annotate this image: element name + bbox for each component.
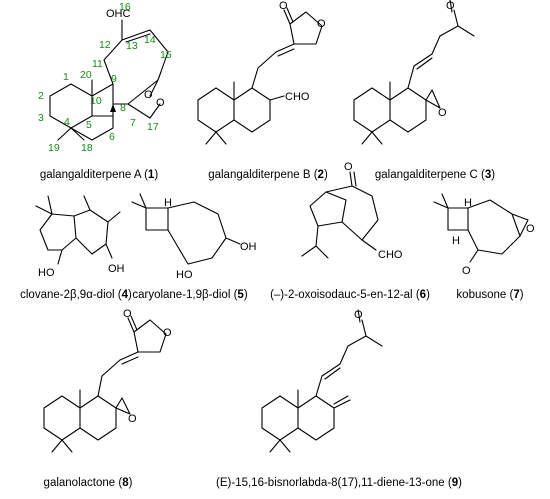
svg-text:galangalditerpene A (1): galangalditerpene A (1) xyxy=(40,169,158,181)
compound-name-5: caryolane-1,9β-diol xyxy=(132,289,230,301)
compound-number-1: 1 xyxy=(148,169,155,181)
atom-label-hydrogen-7a: H xyxy=(464,197,472,209)
atom-number-14: 14 xyxy=(144,34,156,46)
atom-number-5: 5 xyxy=(86,119,92,131)
atom-label-oxygen-1: O xyxy=(144,89,153,101)
caption-compound-8: galanolactone (8) xyxy=(44,477,133,489)
atom-number-18: 18 xyxy=(81,142,93,154)
compound-number-5: 5 xyxy=(237,289,244,301)
atom-label-oxygen-epoxide-7: O xyxy=(526,223,535,235)
atom-number-4: 4 xyxy=(64,116,70,128)
atom-numbering-compound-1: 1 2 3 4 5 6 7 8 9 10 11 12 13 14 15 16 1… xyxy=(38,1,172,154)
atom-label-oxygen-6: O xyxy=(344,161,353,173)
svg-text:(E)-15,16-bisnorlabda-8(17),11: (E)-15,16-bisnorlabda-8(17),11-diene-13-… xyxy=(216,477,462,489)
compound-number-8: 8 xyxy=(122,477,129,489)
compound-name-4: clovane-2β,9α-diol xyxy=(20,289,114,301)
atom-label-hydroxyl-4a: HO xyxy=(38,267,55,279)
structure-compound-8 xyxy=(43,315,167,453)
atom-label-oxygen-carbonyl-2: O xyxy=(279,0,288,12)
structure-compound-6 xyxy=(301,171,379,259)
caption-compound-3: galangalditerpene C (3) xyxy=(375,169,495,181)
atom-number-20: 20 xyxy=(80,69,92,81)
structure-compound-5 xyxy=(131,193,241,265)
compound-name-3: galangalditerpene C xyxy=(375,169,478,181)
compound-name-1: galangalditerpene A xyxy=(40,169,142,181)
atom-number-12: 12 xyxy=(99,39,111,51)
atom-label-cho-6: CHO xyxy=(378,249,403,261)
atom-label-hydroxyl-5a: HO xyxy=(176,269,193,281)
svg-text:kobusone (7): kobusone (7) xyxy=(456,289,523,301)
compound-name-8: galanolactone xyxy=(44,477,116,489)
compound-number-9: 9 xyxy=(452,477,458,489)
caption-compound-6: (–)-2-oxoisodauc-5-en-12-al (6) xyxy=(270,289,430,301)
atom-number-15: 15 xyxy=(160,49,172,61)
atom-number-8: 8 xyxy=(120,102,126,114)
atom-label-oxygen-carbonyl-7: O xyxy=(462,265,471,277)
structure-compound-2 xyxy=(197,7,323,145)
atom-number-6: 6 xyxy=(109,131,115,143)
atom-label-ohc: OHC xyxy=(106,8,131,20)
compound-number-2: 2 xyxy=(318,169,324,181)
compound-name-6: (–)-2-oxoisodauc-5-en-12-al xyxy=(270,289,413,301)
atom-number-10: 10 xyxy=(90,95,102,107)
atom-number-1: 1 xyxy=(63,71,69,83)
atom-number-13: 13 xyxy=(126,40,138,52)
structure-compound-1 xyxy=(49,19,169,141)
atom-number-3: 3 xyxy=(38,112,44,124)
compound-number-4: 4 xyxy=(122,289,129,301)
svg-text:galangalditerpene C (3): galangalditerpene C (3) xyxy=(375,169,495,181)
structure-compound-4 xyxy=(35,195,121,265)
atom-label-oxygen-ring-2: O xyxy=(317,18,326,30)
atom-number-11: 11 xyxy=(92,58,103,70)
atom-label-oxygen-epoxide-8: O xyxy=(128,413,137,425)
compound-number-3: 3 xyxy=(485,169,491,181)
compound-number-7: 7 xyxy=(513,289,519,301)
caption-compound-9: (E)-15,16-bisnorlabda-8(17),11-diene-13-… xyxy=(216,477,462,489)
compound-name-9: (E)-15,16-bisnorlabda-8(17),11-diene-13-… xyxy=(216,477,445,489)
atom-number-17: 17 xyxy=(147,121,159,133)
svg-text:clovane-2β,9α-diol (4): clovane-2β,9α-diol (4) xyxy=(20,289,132,301)
atom-label-oxygen-carbonyl-3: O xyxy=(446,0,455,12)
atom-number-16: 16 xyxy=(119,1,131,13)
caption-compound-7: kobusone (7) xyxy=(456,289,523,301)
atom-label-oxygen-carbonyl-8: O xyxy=(123,308,132,320)
caption-compound-5: caryolane-1,9β-diol (5) xyxy=(132,289,247,301)
atom-number-2: 2 xyxy=(38,90,44,102)
svg-text:(–)-2-oxoisodauc-5-en-12-al (6: (–)-2-oxoisodauc-5-en-12-al (6) xyxy=(270,289,430,301)
atom-number-9: 9 xyxy=(111,73,117,85)
atom-label-oxygen-2: O xyxy=(156,97,165,109)
svg-text:galanolactone (8): galanolactone (8) xyxy=(44,477,133,489)
atom-label-oxygen-epoxide-3: O xyxy=(438,107,447,119)
svg-text:caryolane-1,9β-diol (5): caryolane-1,9β-diol (5) xyxy=(132,289,247,301)
atom-number-7: 7 xyxy=(130,117,136,129)
caption-compound-2: galangalditerpene B (2) xyxy=(208,169,328,181)
caption-compound-1: galangalditerpene A (1) xyxy=(40,169,158,181)
compound-name-2: galangalditerpene B xyxy=(208,169,311,181)
atom-label-oxygen-carbonyl-9: O xyxy=(354,309,363,321)
compound-name-7: kobusone xyxy=(456,289,506,301)
structure-compound-9 xyxy=(261,309,383,453)
compound-number-6: 6 xyxy=(420,289,426,301)
atom-label-hydroxyl-4b: OH xyxy=(108,263,125,275)
structure-compound-3 xyxy=(353,0,475,145)
svg-text:galangalditerpene B (2): galangalditerpene B (2) xyxy=(208,169,328,181)
atom-label-hydrogen-5: H xyxy=(164,197,172,209)
atom-label-oxygen-ring-8: O xyxy=(163,327,172,339)
atom-label-hydrogen-7b: H xyxy=(452,235,460,247)
atom-label-cho-2: CHO xyxy=(285,91,310,103)
atom-number-19: 19 xyxy=(48,142,60,154)
caption-compound-4: clovane-2β,9α-diol (4) xyxy=(20,289,132,301)
atom-label-hydroxyl-5b: OH xyxy=(240,241,257,253)
structure-compound-7 xyxy=(433,193,529,263)
